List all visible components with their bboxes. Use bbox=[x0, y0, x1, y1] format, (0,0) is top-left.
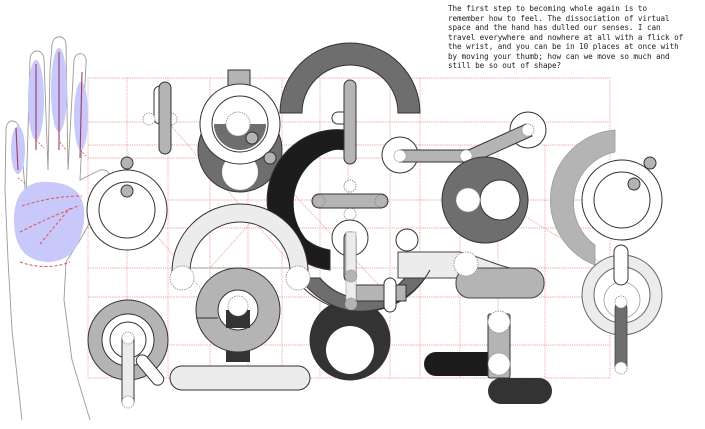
donut-dark bbox=[441, 156, 529, 244]
joint-bottom-black-blocks bbox=[424, 310, 552, 404]
joint-bottom-left-ring bbox=[87, 299, 169, 409]
joint-right-bottom-ring bbox=[581, 244, 663, 375]
bar-bottom-light bbox=[169, 365, 311, 391]
joint-top-ring-cluster bbox=[197, 69, 283, 193]
arc-center-gray bbox=[289, 231, 431, 381]
arc-right-gray bbox=[550, 129, 616, 266]
joint-left-ring bbox=[86, 156, 168, 251]
joint-right-double-ring bbox=[581, 156, 663, 241]
joint-small-hub bbox=[343, 179, 357, 193]
joint-right-lever bbox=[381, 111, 547, 174]
joint-center-donut-stem bbox=[195, 267, 281, 362]
essay-paragraph: The first step to becoming whole again i… bbox=[448, 4, 684, 71]
arch-light-left bbox=[169, 203, 311, 291]
joint-mid-right-blocks bbox=[395, 228, 545, 299]
arch-top bbox=[279, 42, 421, 114]
joint-top-left-rod bbox=[142, 81, 178, 155]
hand-drawing bbox=[4, 36, 119, 421]
